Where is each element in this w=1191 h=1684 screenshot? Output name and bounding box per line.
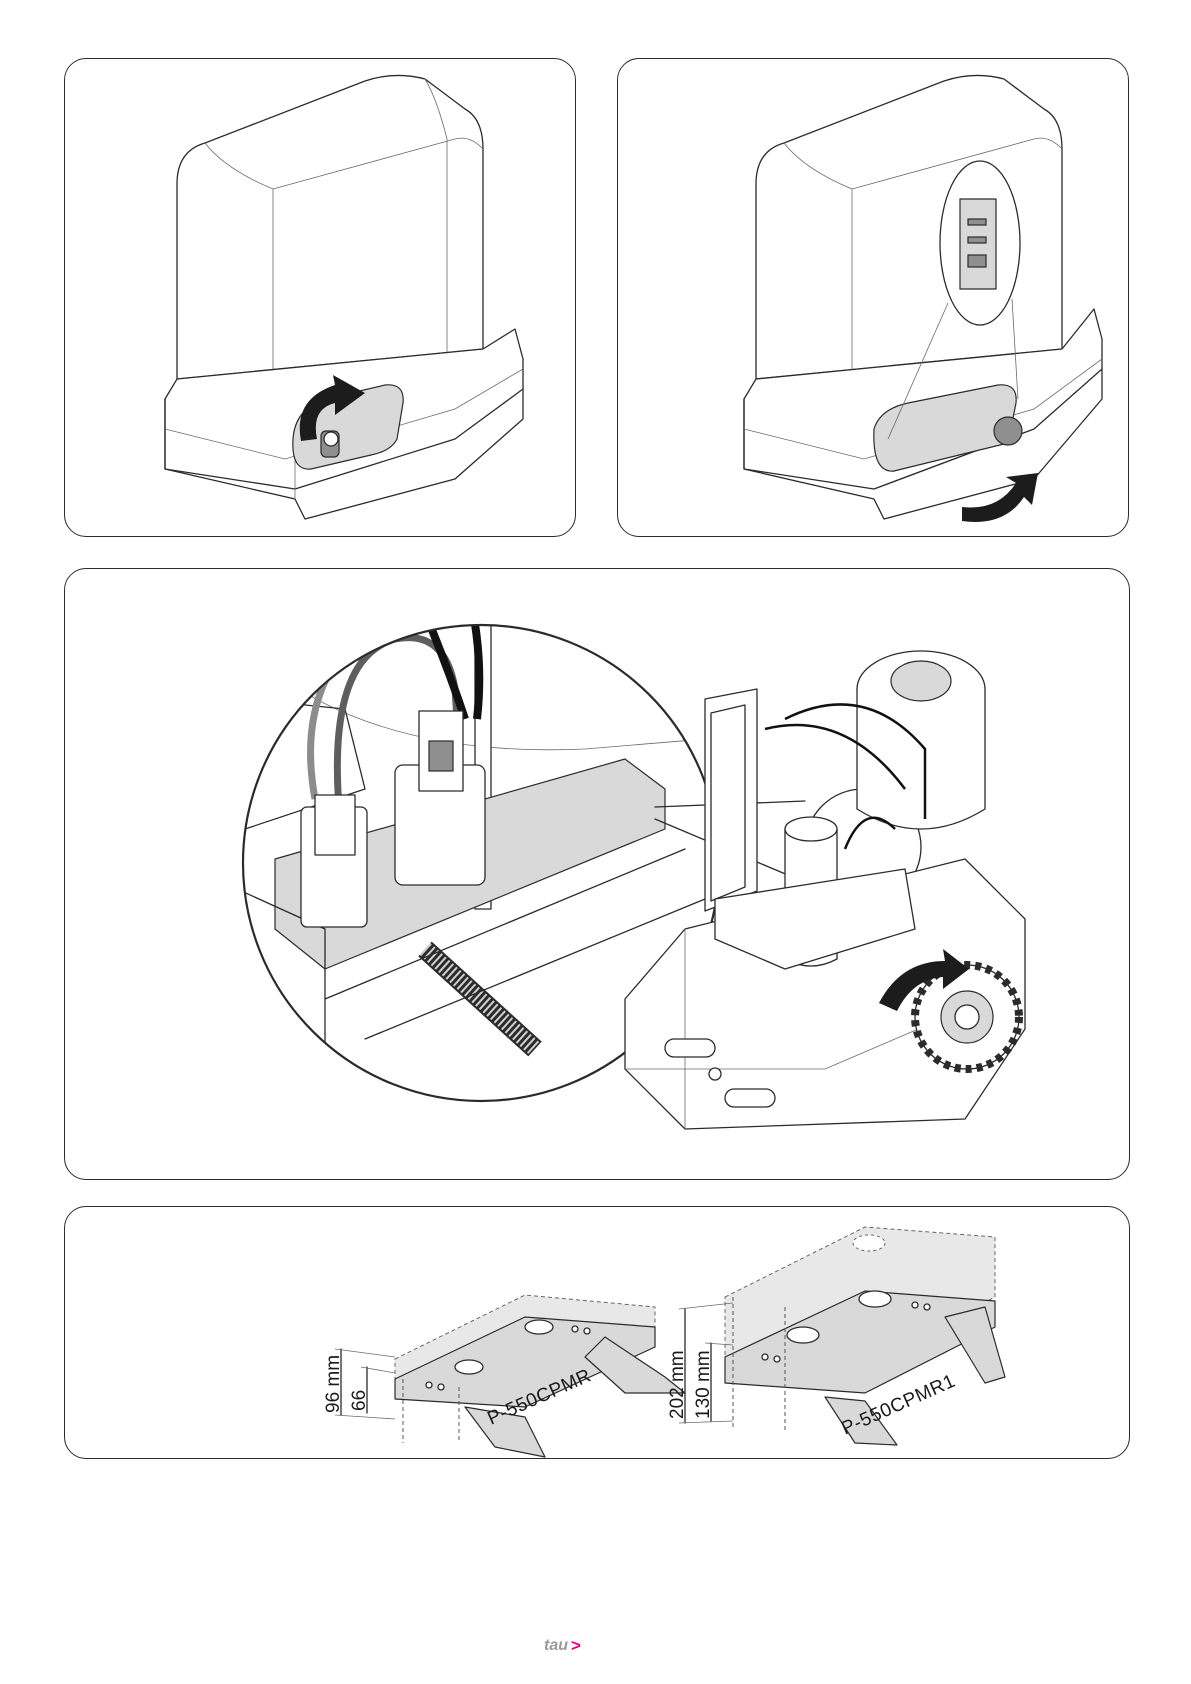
rotate-arrow-icon	[962, 473, 1038, 522]
lock-cylinder-icon	[994, 417, 1022, 445]
drive-gear	[915, 965, 1019, 1069]
bracket-small	[395, 1295, 685, 1457]
bracket-small-dim-total: 96 mm	[323, 1355, 344, 1413]
motor-cover-key-illustration	[65, 59, 576, 537]
figure-panel-unlock-key	[64, 58, 576, 537]
bracket-small-dim-inner: 66	[349, 1390, 370, 1411]
bracket-large-dim-total: 202 mm	[667, 1350, 688, 1419]
motor-cover-open-illustration	[618, 59, 1129, 537]
figure-panel-connector-detail	[64, 568, 1130, 1180]
figure-panel-brackets: 96 mm 66 P-550CPMR 202 mm 130 mm P-550CP…	[64, 1206, 1130, 1459]
chevron-right-icon: >	[571, 1636, 581, 1656]
brand-logo: tau >	[544, 1636, 581, 1656]
brand-logo-text: tau	[544, 1637, 568, 1655]
motor-connector-illustration	[65, 569, 1130, 1180]
mounting-brackets-illustration: 96 mm 66 P-550CPMR 202 mm 130 mm P-550CP…	[65, 1207, 1130, 1459]
bracket-large-dim-inner: 130 mm	[693, 1350, 714, 1419]
figure-panel-open-cover	[617, 58, 1129, 537]
